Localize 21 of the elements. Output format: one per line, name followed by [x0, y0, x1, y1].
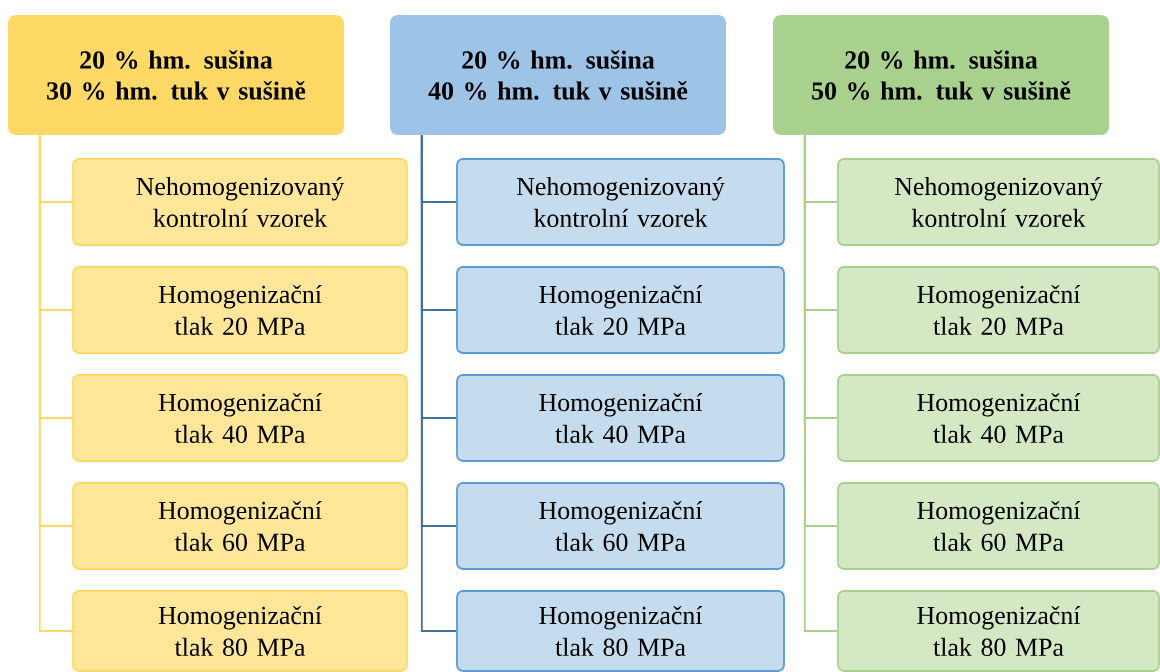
sample-box: Homogenizační tlak 20 MPa: [837, 266, 1160, 354]
sample-box: Homogenizační tlak 40 MPa: [72, 374, 408, 462]
header-box: 20 % hm. sušina 50 % hm. tuk v sušině: [773, 15, 1109, 135]
sample-box: Homogenizační tlak 40 MPa: [456, 374, 785, 462]
sample-box: Homogenizační tlak 80 MPa: [72, 590, 408, 672]
header-box: 20 % hm. sušina 30 % hm. tuk v sušině: [8, 15, 344, 135]
sample-box: Homogenizační tlak 80 MPa: [837, 590, 1160, 672]
sample-box: Homogenizační tlak 20 MPa: [456, 266, 785, 354]
sample-box: Homogenizační tlak 60 MPa: [456, 482, 785, 570]
connector-line: [803, 134, 838, 632]
sample-box: Homogenizační tlak 80 MPa: [456, 590, 785, 672]
connector-line: [420, 134, 457, 632]
header-box: 20 % hm. sušina 40 % hm. tuk v sušině: [390, 15, 726, 135]
sample-box: Homogenizační tlak 60 MPa: [837, 482, 1160, 570]
sample-box: Homogenizační tlak 60 MPa: [72, 482, 408, 570]
sample-box: Homogenizační tlak 40 MPa: [837, 374, 1160, 462]
sample-box: Nehomogenizovaný kontrolní vzorek: [456, 158, 785, 246]
sample-box: Nehomogenizovaný kontrolní vzorek: [837, 158, 1160, 246]
sample-box: Homogenizační tlak 20 MPa: [72, 266, 408, 354]
connector-line: [38, 134, 73, 632]
sample-box: Nehomogenizovaný kontrolní vzorek: [72, 158, 408, 246]
